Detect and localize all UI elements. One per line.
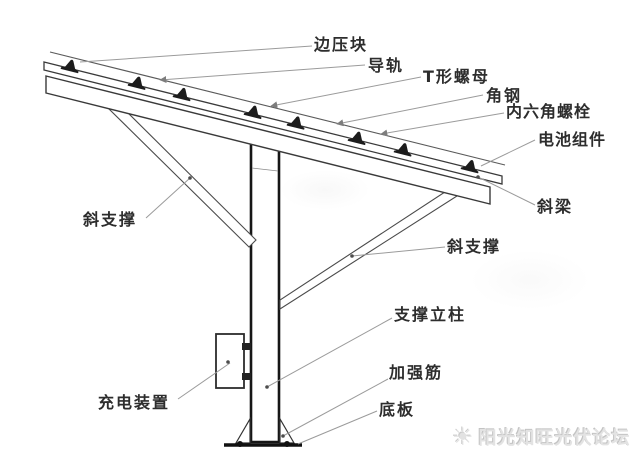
clamp-icon — [127, 76, 146, 91]
label-stiffener-rib: 加强筋 — [389, 363, 444, 382]
clamp-icon — [60, 59, 79, 74]
leader-brace-right — [351, 246, 446, 257]
label-diagonal-brace-left: 斜支撑 — [83, 210, 138, 229]
inclined-beam-strip — [45, 75, 491, 205]
watermark: ☀ 阳光知旺光伏论坛 — [452, 424, 631, 450]
leader-rib — [282, 378, 389, 437]
pv-module-strip — [43, 61, 503, 185]
label-hex-socket-bolt: 内六角螺栓 — [506, 102, 592, 121]
charging-device-box — [215, 333, 251, 389]
leader-pv-module — [480, 139, 536, 167]
anchor-bolt — [237, 441, 243, 447]
label-base-plate: 底板 — [379, 400, 416, 419]
leader-base-plate — [297, 410, 378, 445]
leader-column — [266, 317, 393, 388]
clamp-icon — [393, 143, 412, 157]
leader-end-dots — [188, 175, 480, 438]
clamp-icon — [172, 87, 191, 102]
leader-hex-bolt — [380, 112, 505, 137]
panel-assembly — [43, 51, 506, 205]
box-mount — [242, 373, 251, 380]
clamp-icon — [286, 116, 305, 130]
label-rail: 导轨 — [368, 56, 405, 75]
label-support-column: 支撑立柱 — [394, 305, 467, 324]
label-charging-device: 充电装置 — [98, 393, 171, 412]
leader-lines — [79, 45, 536, 445]
leader-inclined-beam — [477, 176, 536, 206]
clamp-icon — [243, 105, 262, 120]
leader-edge-clamp — [79, 45, 313, 63]
leader-charging — [177, 362, 231, 400]
stiffener-rib-shape — [234, 416, 251, 444]
label-edge-clamp: 边压块 — [314, 35, 369, 54]
label-t-nut: T形螺母 — [423, 67, 490, 86]
label-pv-module: 电池组件 — [538, 130, 607, 149]
watermark-text: 阳光知旺光伏论坛 — [478, 428, 631, 449]
clamp-icon — [460, 159, 479, 174]
label-diagonal-brace-right: 斜支撑 — [447, 237, 502, 256]
anchor-bolt — [284, 441, 290, 447]
leader-angle-steel — [336, 94, 484, 127]
rail-line — [49, 51, 506, 166]
sun-logo-icon: ☀ — [452, 423, 474, 451]
leader-rail — [159, 64, 366, 84]
panel-clamps — [60, 59, 479, 174]
support-column-shape — [249, 136, 281, 444]
leader-t-nut — [270, 76, 422, 109]
box-mount — [242, 343, 251, 350]
clamp-icon — [347, 131, 366, 146]
leader-brace-left — [145, 177, 191, 219]
label-angle-steel: 角钢 — [486, 86, 523, 105]
label-inclined-beam: 斜梁 — [537, 197, 574, 216]
